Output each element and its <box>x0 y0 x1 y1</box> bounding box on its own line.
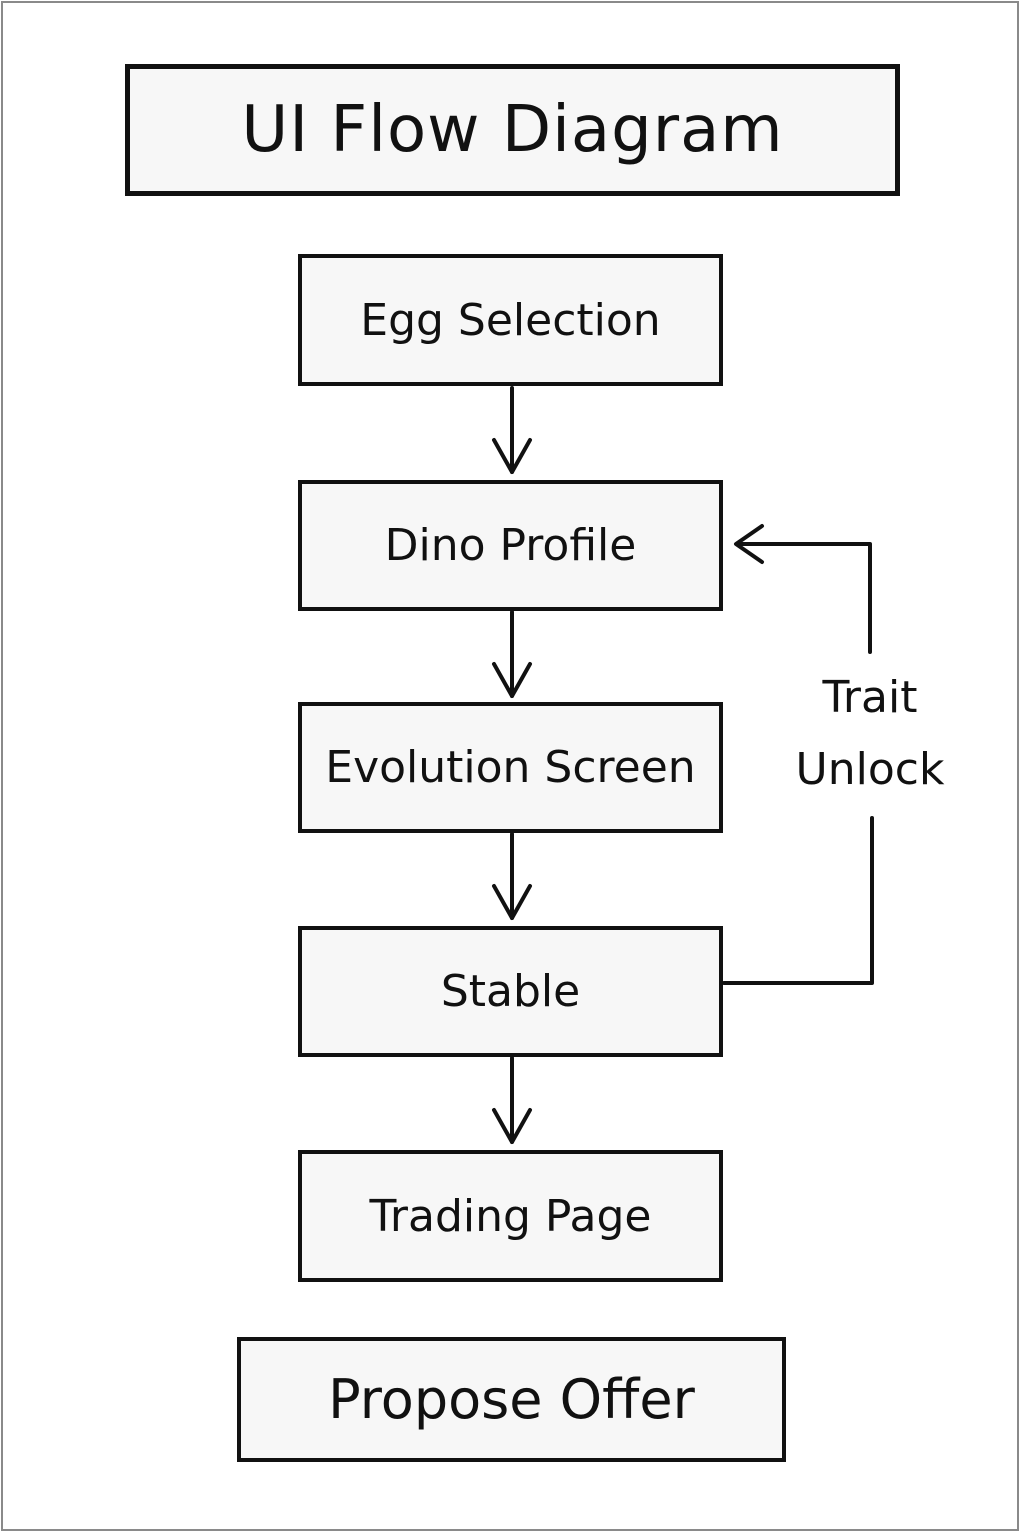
node-stable: Stable <box>298 926 723 1057</box>
arrow-head-egg-to-dino <box>492 438 532 474</box>
node-label-trading-page: Trading Page <box>369 1190 652 1242</box>
node-trading-page: Trading Page <box>298 1150 723 1282</box>
node-label-stable: Stable <box>440 966 581 1017</box>
diagram-title: UI Flow Diagram <box>241 93 784 167</box>
loop-line-upper <box>736 542 872 654</box>
node-egg-selection: Egg Selection <box>298 254 723 386</box>
node-label-dino-profile: Dino Profile <box>384 520 637 571</box>
loop-line-lower <box>722 816 874 985</box>
node-label-propose-offer: Propose Offer <box>328 1368 695 1431</box>
diagram-title-box: UI Flow Diagram <box>125 64 900 196</box>
loop-label-line-2: Unlock <box>795 744 945 795</box>
arrow-head-evolution-to-stable <box>492 884 532 920</box>
node-dino-profile: Dino Profile <box>298 480 723 611</box>
node-evolution-screen: Evolution Screen <box>298 702 723 833</box>
arrow-head-dino-to-evolution <box>492 662 532 698</box>
node-label-egg-selection: Egg Selection <box>360 294 661 346</box>
node-propose-offer: Propose Offer <box>237 1337 786 1462</box>
arrow-head-trait-unlock <box>734 524 764 564</box>
loop-label-line-1: Trait <box>822 672 918 723</box>
node-label-evolution-screen: Evolution Screen <box>325 742 696 793</box>
arrow-head-stable-to-trading <box>492 1108 532 1144</box>
